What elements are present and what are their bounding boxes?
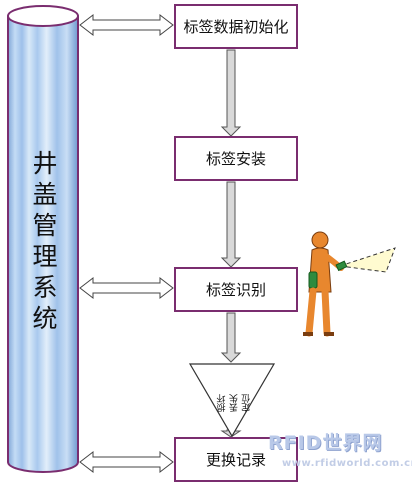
worker-with-scanner-icon	[303, 231, 396, 337]
down-arrow-3	[220, 312, 242, 363]
step-tag-identify: 标签识别	[174, 267, 298, 312]
system-label: 井盖管理系统	[29, 150, 58, 336]
decision-line-3: 损坏	[217, 394, 228, 412]
decision-line-1: 定位	[242, 394, 253, 412]
watermark-brand: RFID世界网	[268, 432, 383, 454]
watermark-url: www.rfidworld.com.cn	[282, 458, 412, 469]
decision-triangle	[188, 363, 276, 438]
step-replace-record: 更换记录	[174, 437, 298, 482]
double-arrow-ident	[79, 276, 174, 300]
step-tag-data-init: 标签数据初始化	[174, 4, 298, 49]
double-arrow-replace	[79, 450, 174, 474]
system-cylinder	[7, 5, 79, 473]
down-arrow-1	[220, 49, 242, 137]
decision-label: 定位 丢失 损坏	[208, 372, 262, 412]
decision-line-2: 丢失	[229, 394, 240, 412]
step-tag-install: 标签安装	[174, 136, 298, 181]
down-arrow-2	[220, 181, 242, 268]
double-arrow-init	[79, 13, 174, 37]
